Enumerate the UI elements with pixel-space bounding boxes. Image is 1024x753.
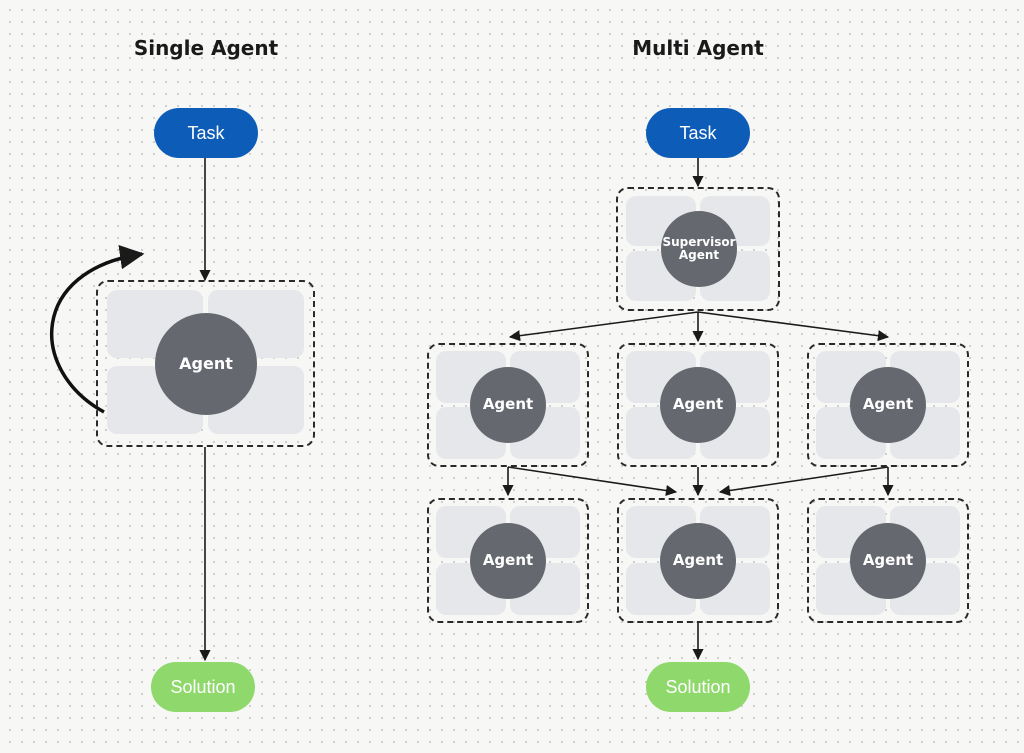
arrow-agent-1-to-agent-5 xyxy=(507,466,678,497)
agent-box-row1-2: Agent xyxy=(617,343,779,467)
single-agent-title: Single Agent xyxy=(133,36,279,60)
agent-box-row2-2: Agent xyxy=(617,498,779,623)
agent-node: Agent xyxy=(470,367,546,443)
arrow-agent-3-to-agent-5 xyxy=(718,466,889,497)
single-task-node: Task xyxy=(154,108,258,158)
loop-arrow xyxy=(49,245,145,414)
single-solution-node: Solution xyxy=(151,662,255,712)
agent-box-row2-1: Agent xyxy=(427,498,589,623)
agent-node: Agent xyxy=(850,367,926,443)
agent-box-row1-1: Agent xyxy=(427,343,589,467)
single-agent-box: Agent xyxy=(96,280,315,447)
agent-box-row2-3: Agent xyxy=(807,498,969,623)
multi-agent-title: Multi Agent xyxy=(632,36,764,60)
agent-node: Agent xyxy=(660,367,736,443)
arrow-supervisor-to-agent-1 xyxy=(508,311,699,342)
multi-solution-node: Solution xyxy=(646,662,750,712)
single-agent-node: Agent xyxy=(155,313,257,415)
agent-node: Agent xyxy=(660,523,736,599)
multi-task-node: Task xyxy=(646,108,750,158)
agent-node: Agent xyxy=(470,523,546,599)
agent-box-row1-3: Agent xyxy=(807,343,969,467)
supervisor-box: Supervisor Agent xyxy=(616,187,780,311)
supervisor-agent-node: Supervisor Agent xyxy=(661,211,737,287)
arrow-supervisor-to-agent-3 xyxy=(697,311,890,342)
agent-node: Agent xyxy=(850,523,926,599)
